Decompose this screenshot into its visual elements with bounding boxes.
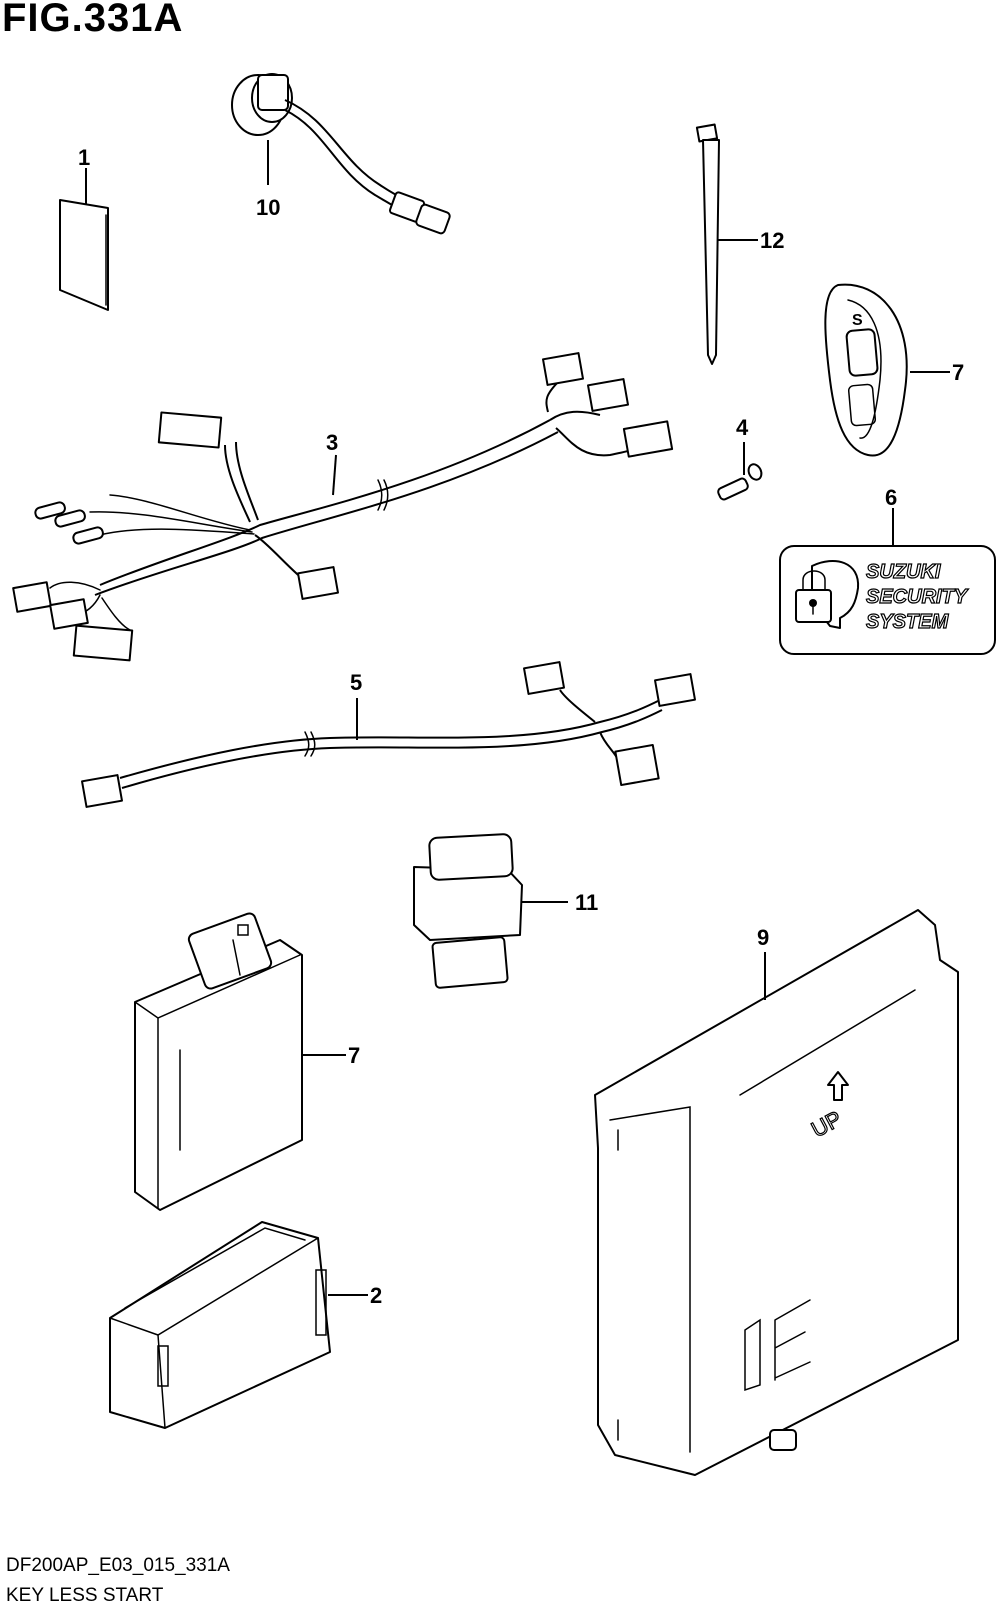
callout-3: 3 [326, 430, 338, 455]
part-2-bracket[interactable] [109, 1221, 331, 1429]
callout-11: 11 [575, 890, 598, 915]
part-12-cable-tie[interactable] [695, 123, 720, 365]
svg-text:S: S [852, 312, 863, 329]
callout-12: 12 [760, 228, 784, 253]
decal-line-1: SUZUKI [866, 561, 941, 583]
callout-4: 4 [736, 415, 749, 440]
figure-code: DF200AP_E03_015_331A [6, 1555, 230, 1576]
callout-6: 6 [885, 485, 897, 510]
decal-line-2: SECURITY [866, 586, 969, 608]
callout-1: 1 [78, 145, 90, 170]
callout-10: 10 [256, 195, 280, 220]
figure-name: KEY LESS START [6, 1585, 164, 1606]
callout-8: 7 [952, 360, 964, 385]
part-5-sub-harness[interactable] [81, 661, 696, 808]
decal-line-3: SYSTEM [866, 611, 950, 633]
callout-9: 9 [757, 925, 769, 950]
figure-title: FIG.331A [2, 0, 184, 40]
part-9-ecu[interactable]: UP [594, 909, 959, 1476]
callout-5: 5 [350, 670, 362, 695]
part-6-security-decal[interactable]: SUZUKI SECURITY SYSTEM [779, 545, 996, 655]
callout-2: 2 [370, 1283, 382, 1308]
part-3-main-harness[interactable] [12, 352, 674, 662]
part-1-label-card[interactable] [59, 199, 109, 311]
part-10-sensor-harness[interactable] [231, 73, 451, 235]
part-8-key-fob[interactable]: S [824, 283, 908, 457]
part-4-screw[interactable] [717, 462, 764, 501]
part-11-switch[interactable] [413, 833, 523, 989]
callout-7: 7 [348, 1043, 360, 1068]
part-7-control-module[interactable] [134, 912, 303, 1211]
